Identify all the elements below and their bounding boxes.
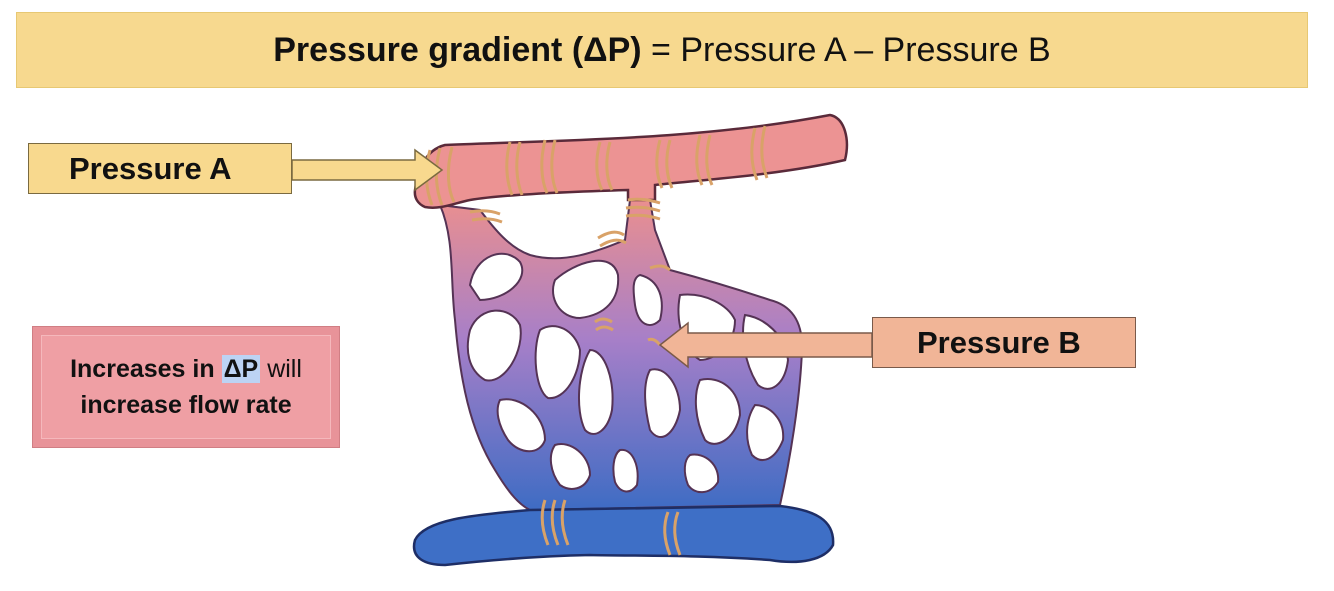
note-line-1-suffix: will [267, 354, 302, 383]
pressure-a-label: Pressure A [28, 143, 292, 194]
title-bold: Pressure gradient (ΔP) [273, 30, 642, 69]
capillary-gap [468, 252, 524, 302]
pressure-b-arrow [658, 321, 873, 369]
pressure-a-arrow [291, 148, 444, 192]
arteriole-vessel [413, 113, 849, 209]
title-expression: Pressure A – Pressure B [680, 30, 1051, 69]
title-banner: Pressure gradient (ΔP) = Pressure A – Pr… [16, 12, 1308, 88]
capillary-gap [552, 259, 620, 320]
capillary-gap [534, 325, 582, 400]
capillary-gap [612, 448, 639, 493]
capillary-gap [577, 348, 614, 435]
note-line-1-prefix: Increases in [70, 354, 215, 383]
capillary-gap [694, 378, 742, 445]
title-equals: = [641, 30, 681, 69]
capillary-gap [496, 398, 547, 453]
capillary-gap [746, 403, 785, 461]
flow-rate-note-inner: Increases in ΔP will increase flow rate [41, 335, 331, 439]
smooth-muscle-bands [424, 125, 769, 556]
note-line-1: Increases in ΔP will [70, 351, 302, 387]
flow-rate-note: Increases in ΔP will increase flow rate [32, 326, 340, 448]
capillary-gap [683, 453, 720, 494]
venule-vessel [412, 504, 835, 567]
capillary-gap [632, 273, 663, 326]
note-line-2: increase flow rate [80, 391, 292, 419]
capillary-gap [644, 368, 682, 438]
note-delta-p-highlight: ΔP [221, 354, 261, 383]
capillary-gap [549, 443, 592, 490]
pressure-b-label: Pressure B [872, 317, 1136, 368]
capillary-gap [466, 309, 522, 382]
